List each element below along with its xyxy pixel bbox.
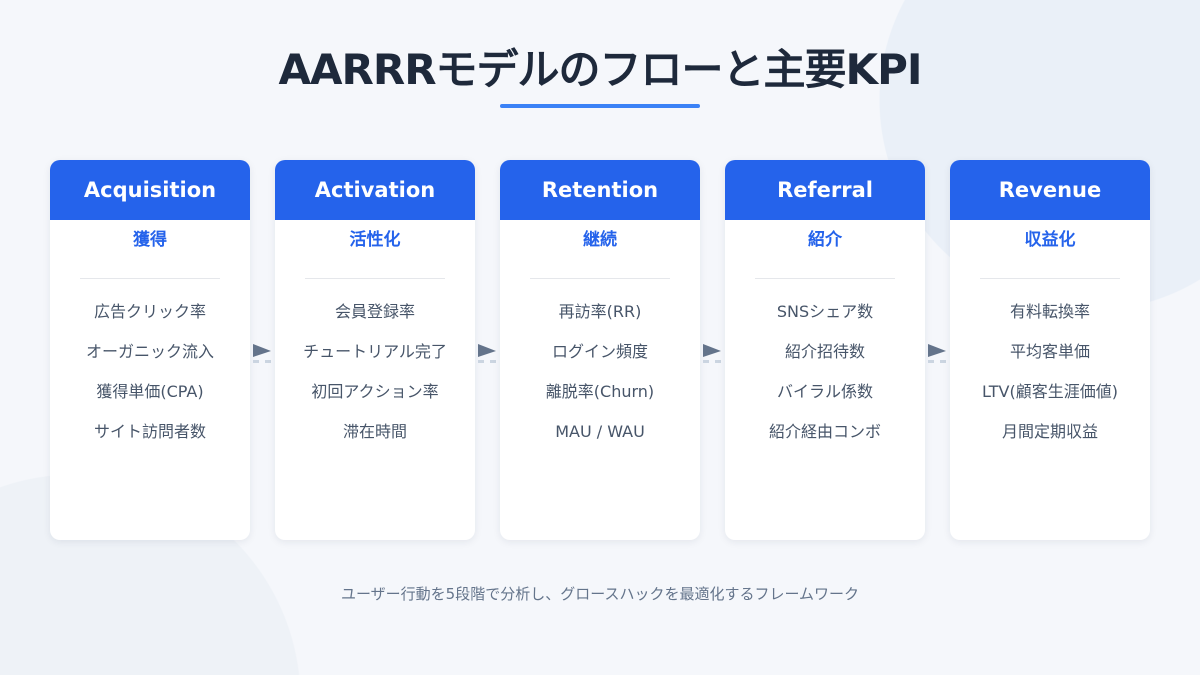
stage-japanese-label: 活性化: [349, 230, 401, 250]
stage-card-revenue: Revenue 収益化 有料転換率平均客単価 LTV(顧客生涯価値) 月間定期収益: [950, 160, 1150, 540]
stage-card-acquisition: Acquisition 獲得 広告クリック率オーガニック流入獲得単価(CPA) サ…: [50, 160, 250, 540]
divider: [305, 278, 445, 279]
kpi-item: MAU / WAU: [555, 422, 645, 441]
arrow-right-icon: [928, 344, 946, 363]
kpi-item: チュートリアル完了: [303, 342, 447, 361]
title-underline: [500, 104, 700, 108]
arrow-right-icon: [478, 344, 496, 363]
kpi-item: 紹介経由コンボ: [768, 422, 881, 441]
kpi-item: LTV(顧客生涯価値): [982, 382, 1118, 401]
kpi-item: オーガニック流入: [85, 342, 214, 361]
stage-header: Referral: [725, 160, 925, 220]
arrow-right-icon: [253, 344, 271, 363]
footer-caption: ユーザー行動を5段階で分析し、グロースハックを最適化するフレームワーク: [340, 585, 860, 603]
divider: [530, 278, 670, 279]
arrow-right-icon: [703, 344, 721, 363]
page-title: AARRRモデルのフローと主要KPI: [278, 45, 923, 94]
stage-japanese-label: 獲得: [133, 230, 167, 250]
stage-header: Retention: [500, 160, 700, 220]
kpi-item: 広告クリック率: [93, 302, 206, 321]
kpi-item: バイラル係数: [776, 382, 873, 401]
stage-card-retention: Retention 継続 再訪率(RR) ログイン頻度離脱率(Churn) MAU …: [500, 160, 700, 540]
divider: [980, 278, 1120, 279]
kpi-item: 紹介招待数: [784, 342, 865, 361]
kpi-item: 有料転換率: [1009, 302, 1090, 321]
stage-card-activation: Activation 活性化 会員登録率チュートリアル完了初回アクション率滞在時…: [275, 160, 475, 540]
kpi-item: 会員登録率: [334, 302, 415, 321]
stage-header: Revenue: [950, 160, 1150, 220]
kpi-item: 滞在時間: [342, 422, 407, 441]
kpi-item: 獲得単価(CPA): [96, 382, 204, 401]
kpi-item: サイト訪問者数: [93, 422, 206, 441]
kpi-item: 離脱率(Churn): [545, 382, 655, 401]
kpi-item: 初回アクション率: [311, 382, 439, 401]
kpi-item: ログイン頻度: [551, 342, 648, 361]
stage-header: Acquisition: [50, 160, 250, 220]
kpi-item: 平均客単価: [1009, 342, 1090, 361]
stage-header: Activation: [275, 160, 475, 220]
divider: [755, 278, 895, 279]
kpi-item: SNSシェア数: [776, 302, 874, 321]
stage-japanese-label: 収益化: [1024, 230, 1076, 250]
kpi-item: 月間定期収益: [1001, 422, 1098, 441]
stage-japanese-label: 紹介: [808, 230, 842, 250]
kpi-item: 再訪率(RR): [558, 302, 642, 321]
stage-japanese-label: 継続: [583, 230, 617, 250]
stage-card-referral: Referral 紹介 SNSシェア数紹介招待数バイラル係数紹介経由コンボ: [725, 160, 925, 540]
divider: [80, 278, 220, 279]
